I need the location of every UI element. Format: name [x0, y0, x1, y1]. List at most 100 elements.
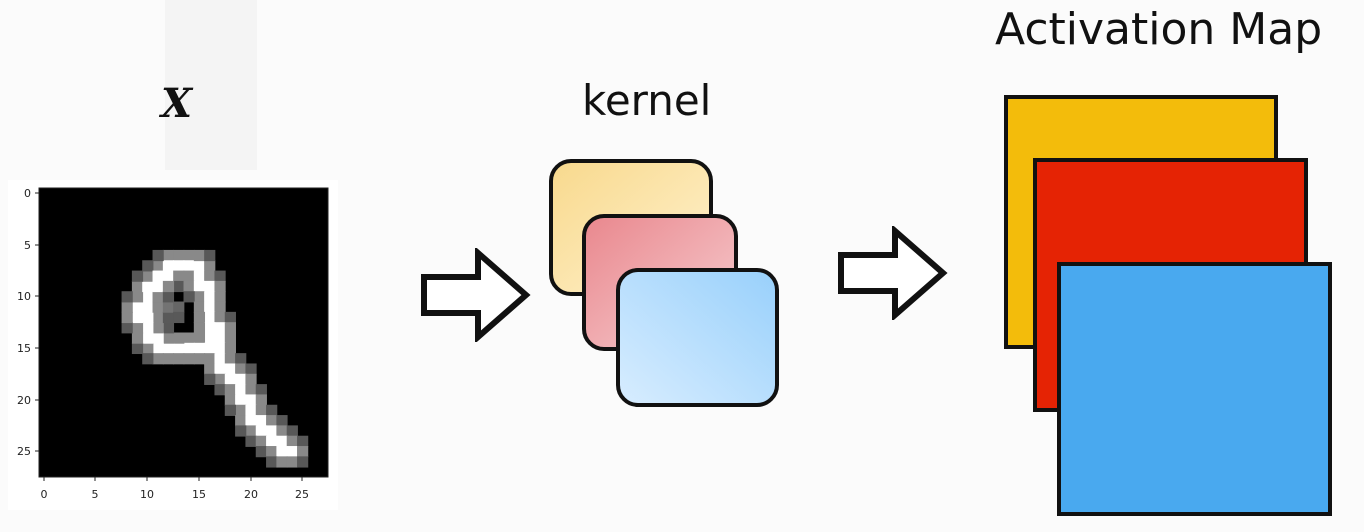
mnist-pixel	[224, 311, 236, 324]
mnist-pixel	[173, 249, 185, 262]
mnist-pixel	[142, 353, 154, 365]
mnist-pixel	[193, 270, 206, 282]
mnist-pixel	[214, 311, 226, 324]
mnist-pixel	[235, 404, 247, 416]
mnist-pixel	[193, 342, 206, 355]
mnist-pixel	[255, 415, 267, 427]
mnist-pixel	[183, 332, 195, 344]
x-tick-label-0: 0	[41, 488, 48, 501]
mnist-pixel	[121, 301, 133, 313]
activation-map-blue	[1057, 262, 1332, 516]
y-axis-ticks: 0 5 10 15 20 25	[17, 187, 39, 458]
mnist-pixel	[214, 342, 226, 355]
mnist-pixel	[235, 353, 247, 365]
mnist-pixel	[245, 404, 257, 416]
kernel-stack	[549, 159, 779, 407]
mnist-pixel	[142, 270, 154, 282]
kernel-blue	[616, 268, 779, 407]
mnist-pixel	[162, 270, 175, 282]
mnist-pixel	[245, 363, 257, 375]
mnist-pixel	[193, 353, 206, 365]
mnist-pixel	[276, 425, 288, 437]
mnist-pixel	[204, 322, 216, 334]
mnist-pixel	[276, 456, 288, 468]
mnist-pixel	[142, 322, 154, 334]
mnist-pixel	[224, 353, 236, 365]
mnist-pixel	[204, 373, 216, 385]
mnist-pixel	[286, 435, 298, 447]
mnist-pixel	[204, 249, 216, 262]
mnist-pixel	[204, 270, 216, 282]
mnist-pixel	[224, 322, 236, 334]
mnist-pixel	[173, 260, 185, 272]
mnist-pixel	[224, 373, 236, 385]
mnist-pixel	[121, 322, 133, 334]
mnist-pixel	[131, 280, 144, 293]
x-axis-ticks: 0 5 10 15 20 25	[41, 477, 309, 501]
mnist-pixel	[214, 332, 226, 344]
mnist-pixel	[121, 291, 133, 303]
mnist-pixel	[183, 270, 195, 282]
mnist-pixel	[204, 342, 216, 355]
mnist-pixel	[266, 425, 278, 437]
mnist-pixel	[162, 332, 175, 344]
mnist-pixel	[183, 280, 195, 293]
mnist-pixel	[193, 249, 206, 262]
mnist-pixel	[193, 311, 206, 324]
mnist-pixel	[266, 404, 278, 416]
mnist-pixel	[286, 425, 298, 437]
mnist-pixel	[255, 435, 267, 447]
mnist-pixel	[173, 270, 185, 282]
y-tick-label-5: 5	[24, 239, 31, 252]
mnist-pixel	[266, 435, 278, 447]
y-tick-label-10: 10	[17, 290, 31, 303]
mnist-pixel	[131, 291, 144, 303]
activation-map-stack	[1004, 95, 1332, 516]
mnist-pixel	[131, 301, 144, 313]
mnist-digit-plot: 0 5 10 15 20 25 0 5 10 15 20 25	[8, 180, 338, 510]
mnist-pixel	[131, 270, 144, 282]
activation-map-label: Activation Map	[995, 4, 1323, 55]
mnist-pixel	[173, 353, 185, 365]
mnist-pixel	[235, 394, 247, 406]
mnist-pixel	[276, 446, 288, 458]
mnist-pixel	[173, 311, 185, 324]
mnist-pixel	[245, 394, 257, 406]
mnist-pixel	[204, 301, 216, 313]
mnist-pixel	[183, 353, 195, 365]
mnist-pixel	[245, 415, 257, 427]
mnist-pixel	[255, 446, 267, 458]
mnist-pixel	[224, 384, 236, 396]
mnist-pixel	[152, 342, 164, 355]
mnist-pixel	[142, 260, 154, 272]
x-tick-label-5: 5	[92, 488, 99, 501]
mnist-pixel	[224, 363, 236, 375]
mnist-pixel	[173, 342, 185, 355]
mnist-pixel	[276, 415, 288, 427]
mnist-pixel	[162, 291, 175, 303]
mnist-pixel	[173, 332, 185, 344]
mnist-pixel	[266, 415, 278, 427]
mnist-pixel	[204, 353, 216, 365]
mnist-pixel	[214, 291, 226, 303]
mnist-pixel	[297, 435, 309, 447]
mnist-pixel	[131, 311, 144, 324]
arrow-shape	[421, 248, 531, 342]
mnist-pixel	[255, 384, 267, 396]
mnist-pixel	[183, 291, 195, 303]
mnist-pixel	[142, 342, 154, 355]
mnist-pixel	[235, 363, 247, 375]
mnist-pixel	[224, 342, 236, 355]
mnist-pixel	[173, 301, 185, 313]
mnist-pixel	[162, 249, 175, 262]
mnist-pixel	[235, 425, 247, 437]
mnist-pixel	[131, 332, 144, 344]
y-tick-label-15: 15	[17, 342, 31, 355]
mnist-pixel	[162, 280, 175, 293]
mnist-pixel	[121, 311, 133, 324]
mnist-pixel	[152, 322, 164, 334]
mnist-pixel	[162, 353, 175, 365]
mnist-pixel	[297, 446, 309, 458]
mnist-pixel	[235, 384, 247, 396]
mnist-pixel	[235, 415, 247, 427]
